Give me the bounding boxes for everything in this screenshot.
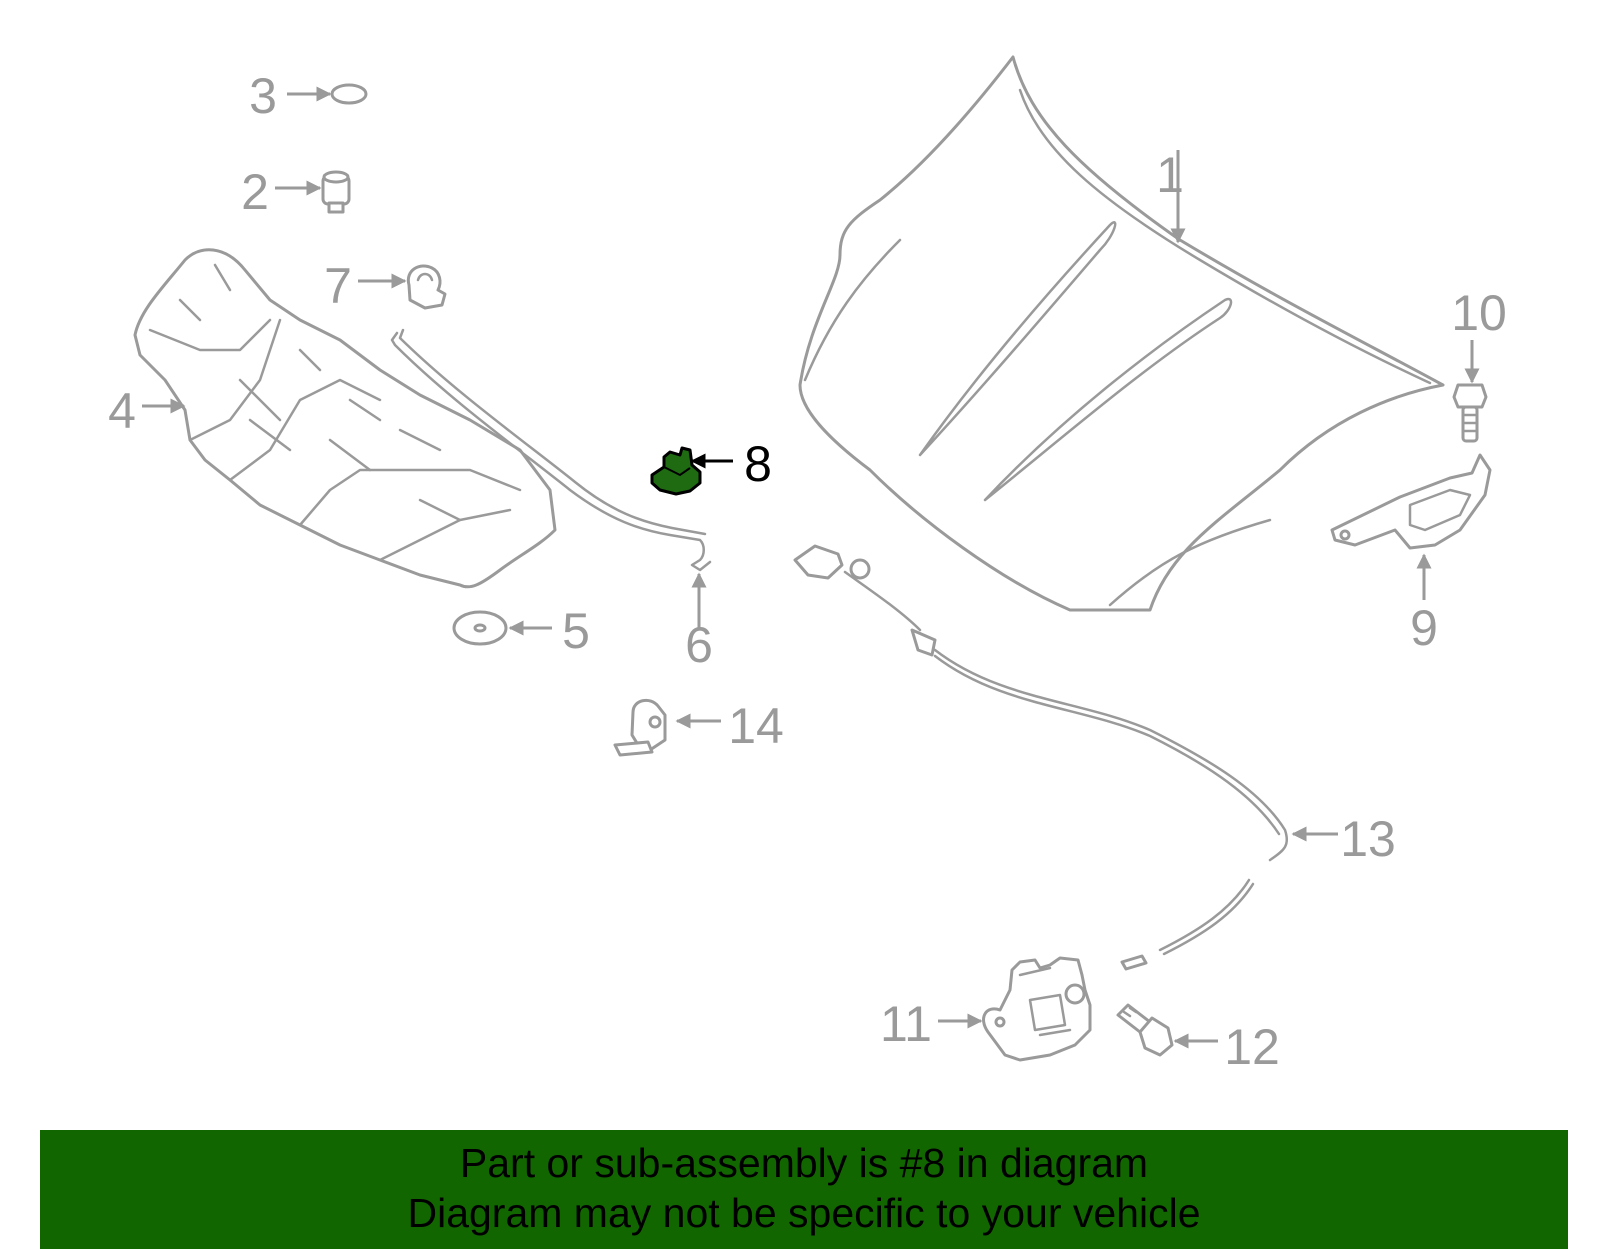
hood-latch-part[interactable] xyxy=(982,956,1092,1062)
cable-clip-part[interactable] xyxy=(613,698,667,757)
callout-12: 12 xyxy=(1224,1019,1280,1075)
support-rod-part[interactable] xyxy=(390,328,712,572)
clip-part[interactable] xyxy=(406,264,447,310)
callout-1: 1 xyxy=(1156,147,1184,203)
highlighted-clip-part[interactable] xyxy=(650,446,702,496)
callout-6: 6 xyxy=(685,617,713,673)
callout-7: 7 xyxy=(324,258,352,314)
callout-3: 3 xyxy=(249,68,277,124)
callout-14: 14 xyxy=(728,698,784,754)
callout-10: 10 xyxy=(1451,285,1507,341)
bumper-part[interactable] xyxy=(321,170,351,214)
callout-11: 11 xyxy=(880,996,932,1052)
release-cable-part[interactable] xyxy=(793,544,1289,971)
callout-13: 13 xyxy=(1340,811,1396,867)
hood-part[interactable] xyxy=(798,55,1445,612)
hinge-bracket-part[interactable] xyxy=(1330,453,1492,550)
banner-line-1: Part or sub-assembly is #8 in diagram xyxy=(459,1140,1149,1186)
insulator-part[interactable] xyxy=(133,248,557,589)
callout-2: 2 xyxy=(241,164,269,220)
callout-8: 8 xyxy=(744,436,772,492)
callout-5: 5 xyxy=(562,603,590,659)
parts-diagram: 1 3 2 7 4 5 6 8 14 10 9 13 11 12 xyxy=(108,55,1507,1075)
callout-9: 9 xyxy=(1410,600,1438,656)
o-ring-part[interactable] xyxy=(330,83,368,105)
part-info-banner: Part or sub-assembly is #8 in diagram Di… xyxy=(40,1130,1568,1249)
callout-4: 4 xyxy=(108,383,136,439)
grommet-part[interactable] xyxy=(452,610,508,646)
banner-line-2: Diagram may not be specific to your vehi… xyxy=(407,1190,1201,1236)
bolt-part[interactable] xyxy=(1452,383,1488,443)
latch-bolt-part[interactable] xyxy=(1116,1003,1174,1057)
